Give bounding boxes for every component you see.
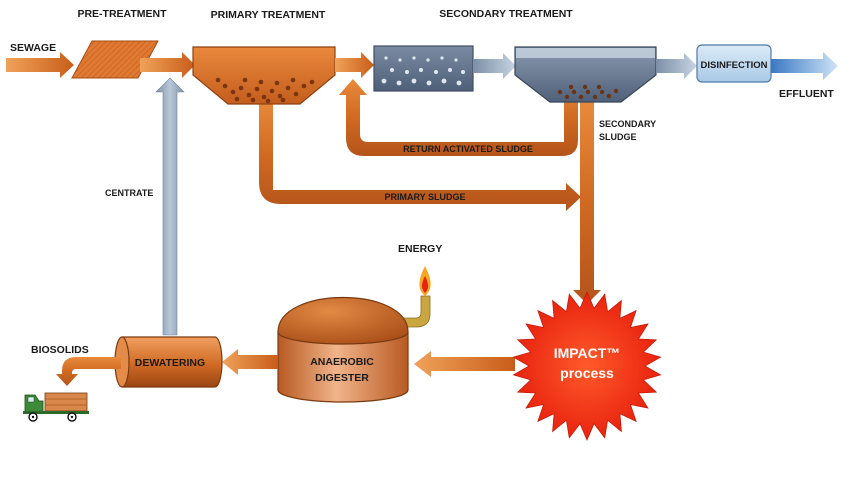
biogas-pipe — [399, 295, 431, 328]
impact-process: IMPACT™ process — [512, 290, 662, 442]
secondary-sludge-label-1: SECONDARY — [599, 119, 656, 129]
truck-icon — [23, 392, 89, 422]
primary-sludge-label: PRIMARY SLUDGE — [384, 192, 465, 202]
pre-treatment-screen — [71, 40, 159, 79]
sewage-label: SEWAGE — [10, 42, 56, 54]
dewatering-label: DEWATERING — [135, 357, 205, 369]
secondary-sludge-label-2: SLUDGE — [599, 132, 637, 142]
biosolids-label: BIOSOLIDS — [31, 344, 89, 356]
section-primary-treatment: PRIMARY TREATMENT — [211, 9, 326, 21]
impact-to-digester-arrow — [414, 351, 515, 377]
secondary-to-disinfection-arrow — [656, 53, 697, 79]
effluent-label: EFFLUENT — [779, 88, 834, 100]
return-activated-sludge-label: RETURN ACTIVATED SLUDGE — [403, 144, 533, 154]
section-pre-treatment: PRE-TREATMENT — [77, 8, 167, 20]
digester-label-2: DIGESTER — [315, 372, 369, 384]
primary-to-aeration-arrow — [335, 52, 374, 78]
dewatering-unit: DEWATERING — [114, 336, 223, 388]
biosolids-arrow — [56, 357, 121, 386]
primary-clarifier — [192, 46, 336, 105]
disinfection-unit: DISINFECTION — [696, 44, 772, 83]
impact-label-1: IMPACT™ — [554, 345, 621, 361]
section-secondary-treatment: SECONDARY TREATMENT — [439, 8, 573, 20]
primary-sludge-pipe — [259, 100, 581, 211]
centrate-label: CENTRATE — [105, 188, 153, 198]
centrate-pipe — [155, 77, 185, 336]
secondary-clarifier — [514, 46, 657, 103]
aeration-tank — [373, 45, 474, 92]
flame-icon — [419, 266, 431, 296]
impact-label-2: process — [560, 365, 614, 381]
energy-label: ENERGY — [398, 243, 442, 255]
sewage-arrow — [6, 52, 74, 78]
effluent-arrow — [771, 52, 838, 80]
digester-to-dewatering-arrow — [222, 349, 278, 375]
digester-label-1: ANAEROBIC — [310, 356, 374, 368]
aeration-to-secondary-arrow — [473, 53, 516, 79]
disinfection-label: DISINFECTION — [700, 60, 767, 71]
return-activated-sludge-pipe — [339, 79, 578, 156]
pretreatment-to-primary-arrow — [140, 52, 195, 78]
secondary-sludge-pipe — [573, 100, 601, 304]
anaerobic-digester: ANAEROBIC DIGESTER — [277, 297, 409, 403]
